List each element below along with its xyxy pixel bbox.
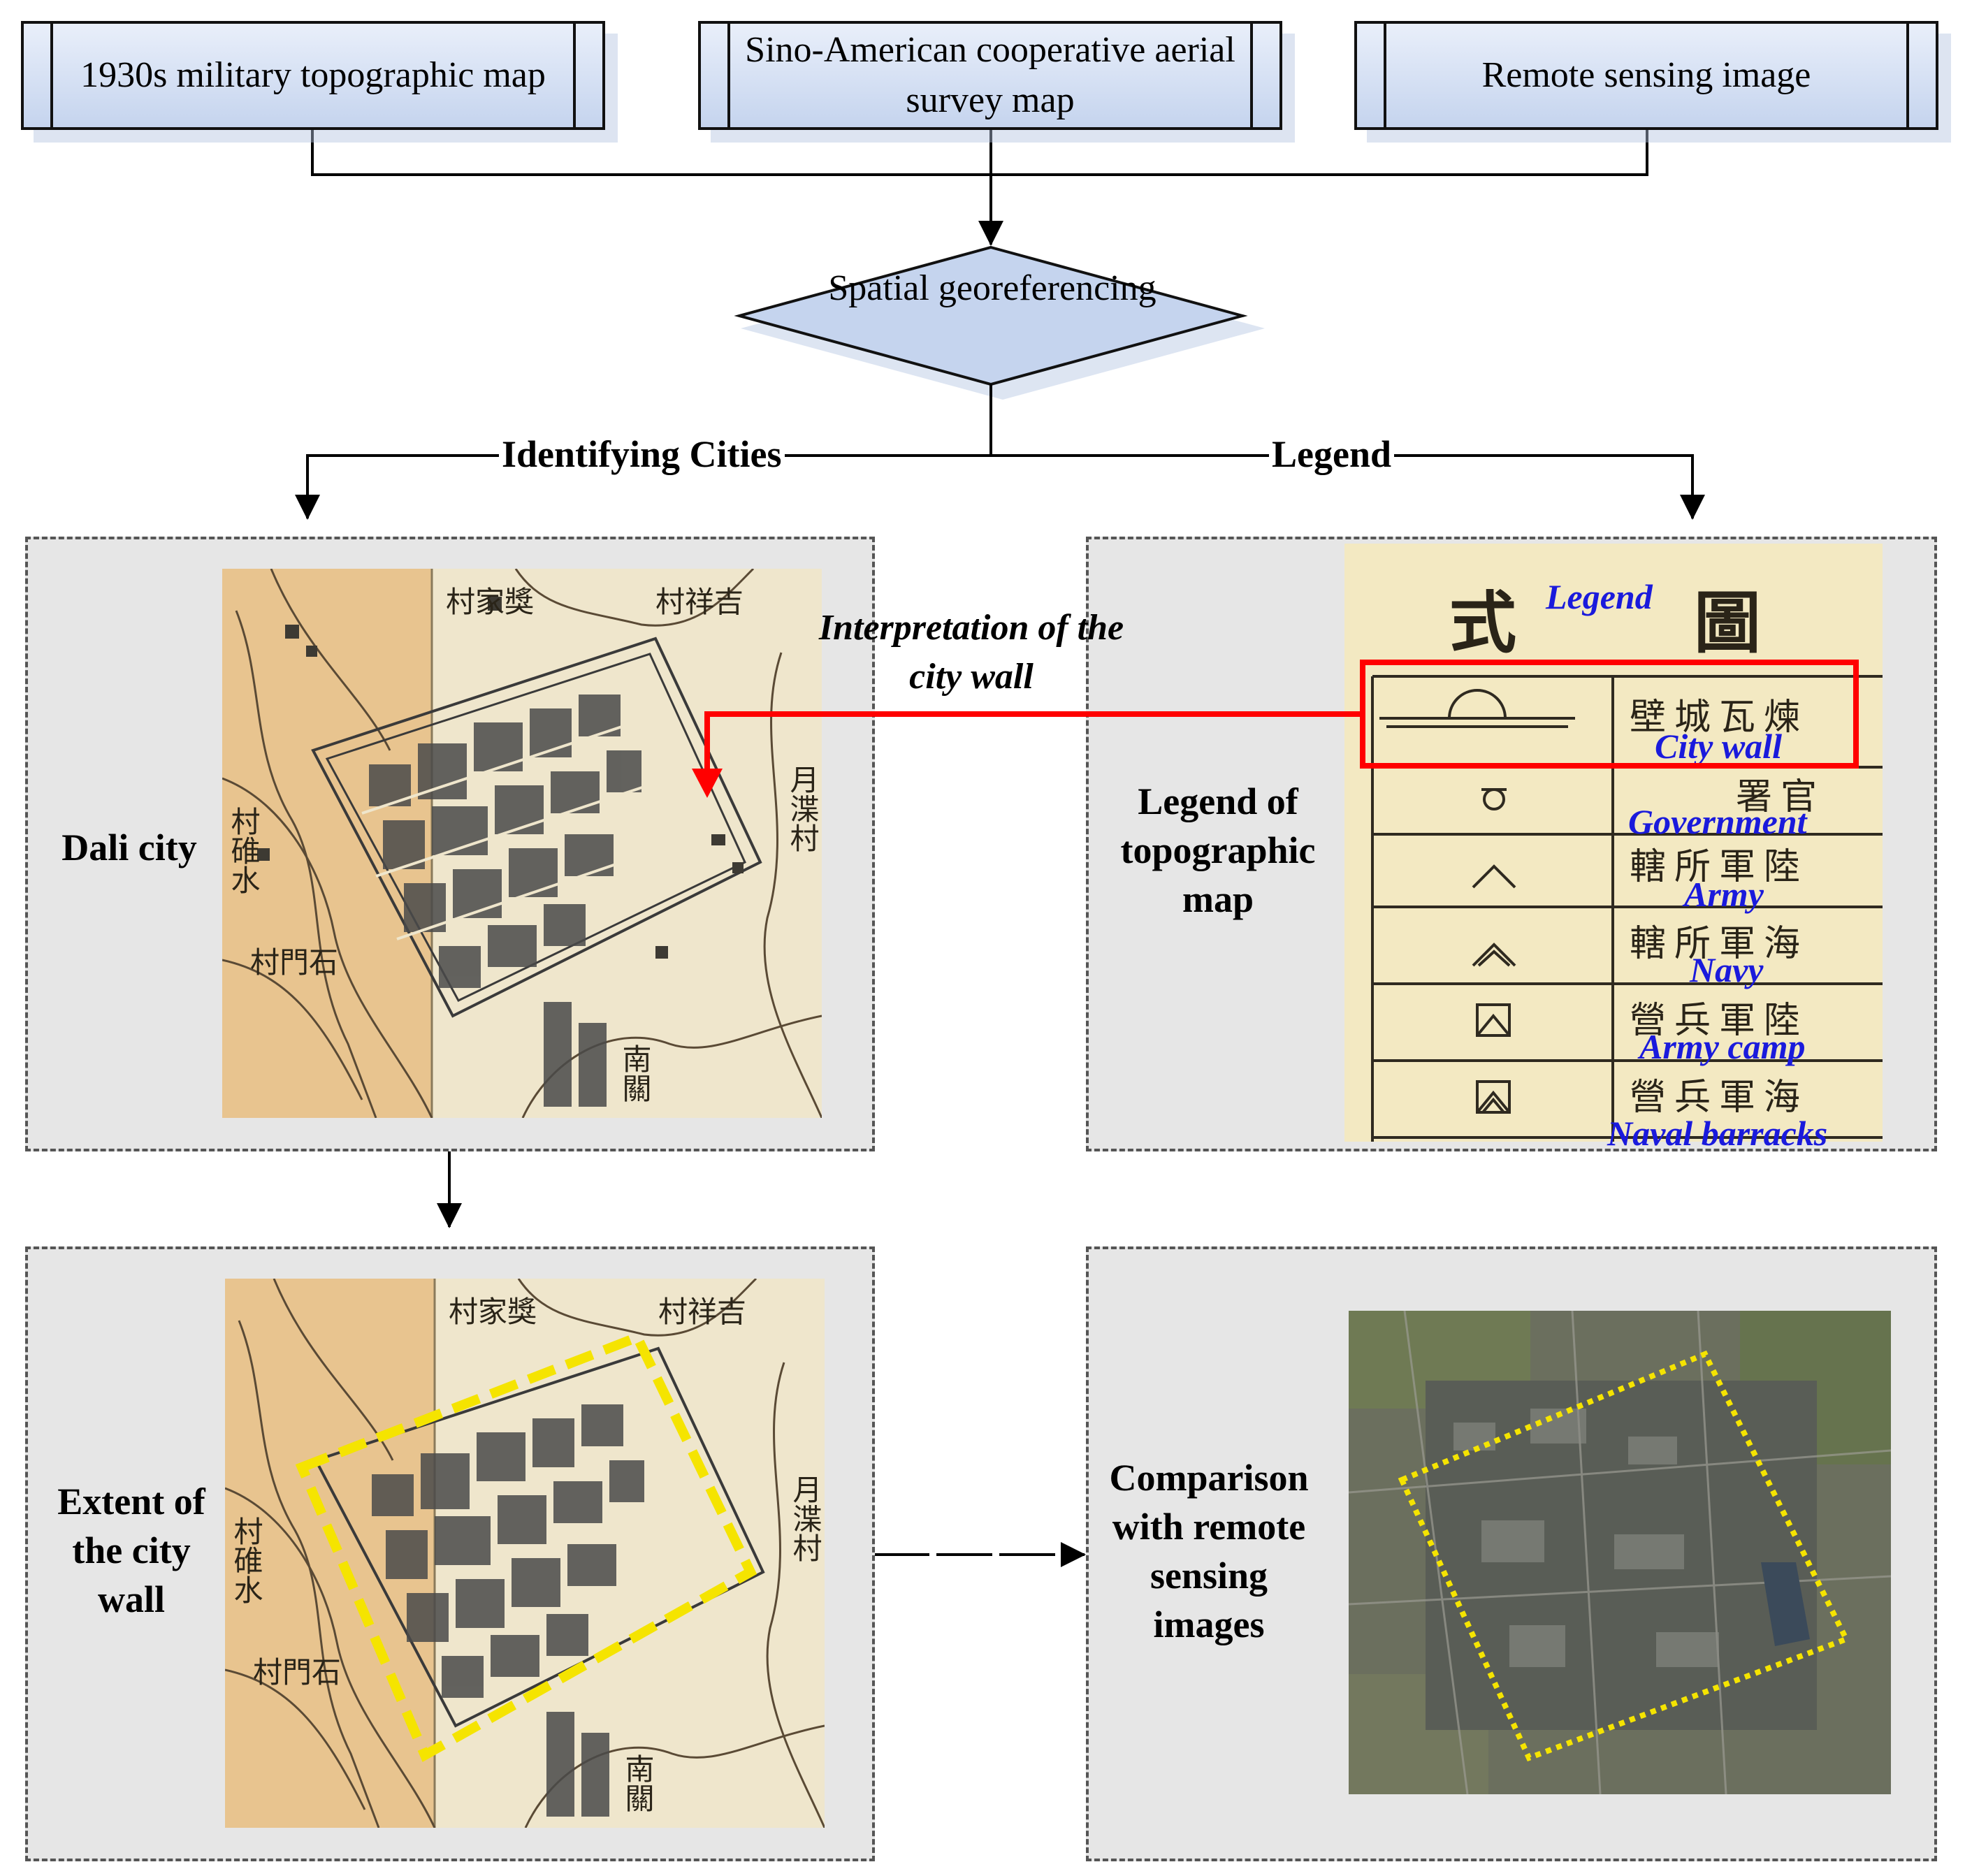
map-drawing — [222, 569, 822, 1118]
legend-entry-naval-barracks: Naval barracks — [1607, 1114, 1828, 1153]
map-place-label: 村門石 — [253, 1655, 342, 1689]
branch-label-legend: Legend — [1269, 433, 1395, 475]
map-place-label: 月渫村 — [788, 1474, 822, 1562]
legend-entry-city-wall: City wall — [1655, 727, 1782, 766]
legend-entry-cjk: 營兵軍陸 — [1630, 1000, 1809, 1042]
map-drawing — [225, 1279, 825, 1828]
map-place-label: 村家獎 — [449, 1295, 537, 1329]
map-place-label: 南關 — [621, 1754, 655, 1812]
arrow-to-legend — [991, 454, 1705, 520]
source-box-aerial-survey-map: Sino-American cooperative aerial survey … — [698, 21, 1282, 130]
legend-symbols — [1379, 689, 1575, 1114]
connector-source-1 — [311, 130, 991, 176]
map-place-label: 村祥吉 — [658, 1295, 747, 1329]
map-place-label: 月渫村 — [785, 764, 820, 852]
legend-entry-cjk: 轄所軍海 — [1630, 923, 1809, 965]
legend-entry-cjk: 轄所軍陸 — [1630, 846, 1809, 888]
legend-entry-navy: Navy — [1690, 950, 1764, 989]
city-wall-extent-outline — [295, 1331, 757, 1762]
interpretation-arrowhead — [692, 769, 723, 798]
legend-table-drawing — [1344, 544, 1883, 1142]
legend-title-cjk: 圖 — [1694, 583, 1761, 662]
map-place-label: 村碓水 — [229, 1516, 263, 1604]
panel-label-extent: Extent of the city wall — [57, 1481, 205, 1620]
legend-entry-army: Army — [1684, 875, 1764, 914]
source-label: Sino-American cooperative aerial survey … — [745, 30, 1235, 120]
legend-entry-cjk: 署官 — [1736, 776, 1826, 818]
source-box-topographic-map: 1930s military topographic map — [21, 21, 605, 130]
city-wall-highlight-box — [1360, 660, 1859, 769]
legend-title-cjk: 式 — [1449, 583, 1516, 662]
satellite-drawing — [1349, 1311, 1891, 1794]
topographic-map-dali: 村家獎 村祥吉 村碓水 村門石 月渫村 南關 — [222, 569, 822, 1118]
source-label: 1930s military topographic map — [80, 55, 546, 95]
remote-sensing-image — [1349, 1311, 1891, 1794]
interpretation-arrow — [704, 711, 1363, 776]
branch-label-identifying-cities: Identifying Cities — [499, 433, 785, 475]
source-box-remote-sensing: Remote sensing image — [1354, 21, 1938, 130]
legend-title-label: Legend — [1546, 577, 1653, 616]
map-place-label: 村門石 — [250, 945, 339, 980]
map-place-label: 村祥吉 — [655, 585, 744, 619]
topographic-map-extent: 村家獎 村祥吉 村碓水 村門石 月渫村 南關 — [225, 1279, 825, 1828]
georeferencing-label: Spatial georeferencing — [828, 268, 1156, 308]
interpretation-label: Interpretation of the city wall — [818, 608, 1124, 697]
panel-label-legend: Legend of topographic map — [1120, 780, 1316, 920]
city-wall-outline-satellite — [1398, 1350, 1850, 1762]
map-place-label: 村碓水 — [226, 806, 261, 894]
legend-entry-army-camp: Army camp — [1639, 1027, 1806, 1066]
panel-label-comparison: Comparison with remote sensing images — [1109, 1457, 1309, 1645]
legend-entry-cjk: 壁城瓦煉 — [1630, 697, 1809, 739]
map-place-label: 南關 — [618, 1044, 652, 1103]
source-label: Remote sensing image — [1481, 55, 1811, 95]
legend-entry-cjk: 營兵軍海 — [1630, 1077, 1809, 1119]
legend-entry-government: Government — [1628, 802, 1807, 841]
legend-image: 式 圖 壁城瓦煉 署官 轄所軍陸 轄所軍海 營兵軍陸 營兵軍海 — [1344, 544, 1883, 1142]
map-place-label: 村家獎 — [446, 585, 535, 619]
connector-source-3 — [991, 130, 1648, 176]
panel-label-dali-city: Dali city — [61, 827, 197, 868]
